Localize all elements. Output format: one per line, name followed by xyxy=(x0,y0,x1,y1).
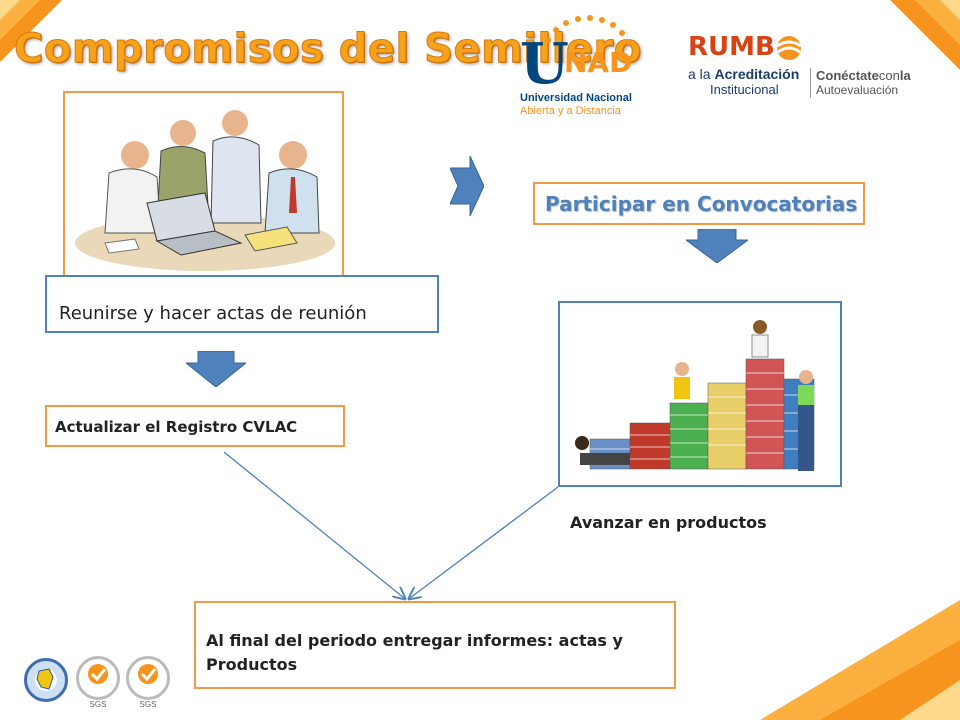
meeting-label-box: Reunirse y hacer actas de reunión xyxy=(45,275,439,333)
colombia-seal-icon xyxy=(24,658,68,702)
productos-label: Avanzar en productos xyxy=(570,513,767,532)
page-title: Compromisos del Semillero xyxy=(14,26,642,73)
rumbo-line1-prefix: a la xyxy=(688,66,711,82)
convocatorias-box: Participar en Convocatorias xyxy=(533,182,865,225)
rumbo-right-line2: Autoevaluación xyxy=(816,83,899,97)
top-left-corner-decoration xyxy=(0,0,62,62)
connector-right xyxy=(410,486,559,598)
unad-u: U xyxy=(520,31,569,97)
rumbo-right-bold: Conéctate xyxy=(816,68,879,83)
convocatorias-text: Participar en Convocatorias xyxy=(545,192,858,216)
cvlac-box: Actualizar el Registro CVLAC xyxy=(45,405,345,447)
rumbo-line1: a la Acreditación xyxy=(688,66,799,82)
sgs-label-2: SGS xyxy=(139,700,157,709)
rumbo-right-bold2: la xyxy=(899,68,911,83)
bottom-right-corner-decoration xyxy=(760,600,960,720)
unad-dots-arc xyxy=(545,15,631,45)
unad-nad: NAD xyxy=(564,46,633,79)
rumbo-right-thin: con xyxy=(878,68,900,83)
rumbo-word: RUMB xyxy=(688,32,775,62)
connector-left xyxy=(223,451,404,598)
rumbo-line1-bold: Acreditación xyxy=(714,66,800,82)
rumbo-line2: Institucional xyxy=(710,82,779,97)
unad-logo: U NAD Universidad Nacional Abierta y a D… xyxy=(518,14,648,117)
meeting-illustration xyxy=(75,110,335,271)
unad-line1: Universidad Nacional xyxy=(520,92,632,104)
final-text: Al final del periodo entregar informes: … xyxy=(206,631,623,674)
top-right-corner-decoration xyxy=(890,0,960,70)
sgs-seal-icon-1: SGS xyxy=(76,656,120,709)
right-arrow-icon xyxy=(450,156,484,216)
books-image-frame xyxy=(558,301,842,487)
rumbo-divider xyxy=(810,68,811,98)
rumbo-logo: RUMB a la Acreditación Institucional Con… xyxy=(688,32,928,102)
meeting-label-text: Reunirse y hacer actas de reunión xyxy=(59,303,367,324)
sgs-seal-icon-2: SGS xyxy=(126,656,170,709)
books-students-illustration xyxy=(575,320,815,471)
down-arrow-icon-right xyxy=(686,229,748,263)
final-box: Al final del periodo entregar informes: … xyxy=(194,601,676,689)
rumbo-right-line1: Conéctateconla xyxy=(816,68,911,83)
rumbo-globe-icon xyxy=(776,36,802,60)
unad-line2: Abierta y a Distancia xyxy=(520,105,621,117)
sgs-label-1: SGS xyxy=(89,700,107,709)
meeting-image-frame xyxy=(63,91,344,279)
down-arrow-icon-left xyxy=(186,351,246,387)
cvlac-text: Actualizar el Registro CVLAC xyxy=(55,418,298,436)
